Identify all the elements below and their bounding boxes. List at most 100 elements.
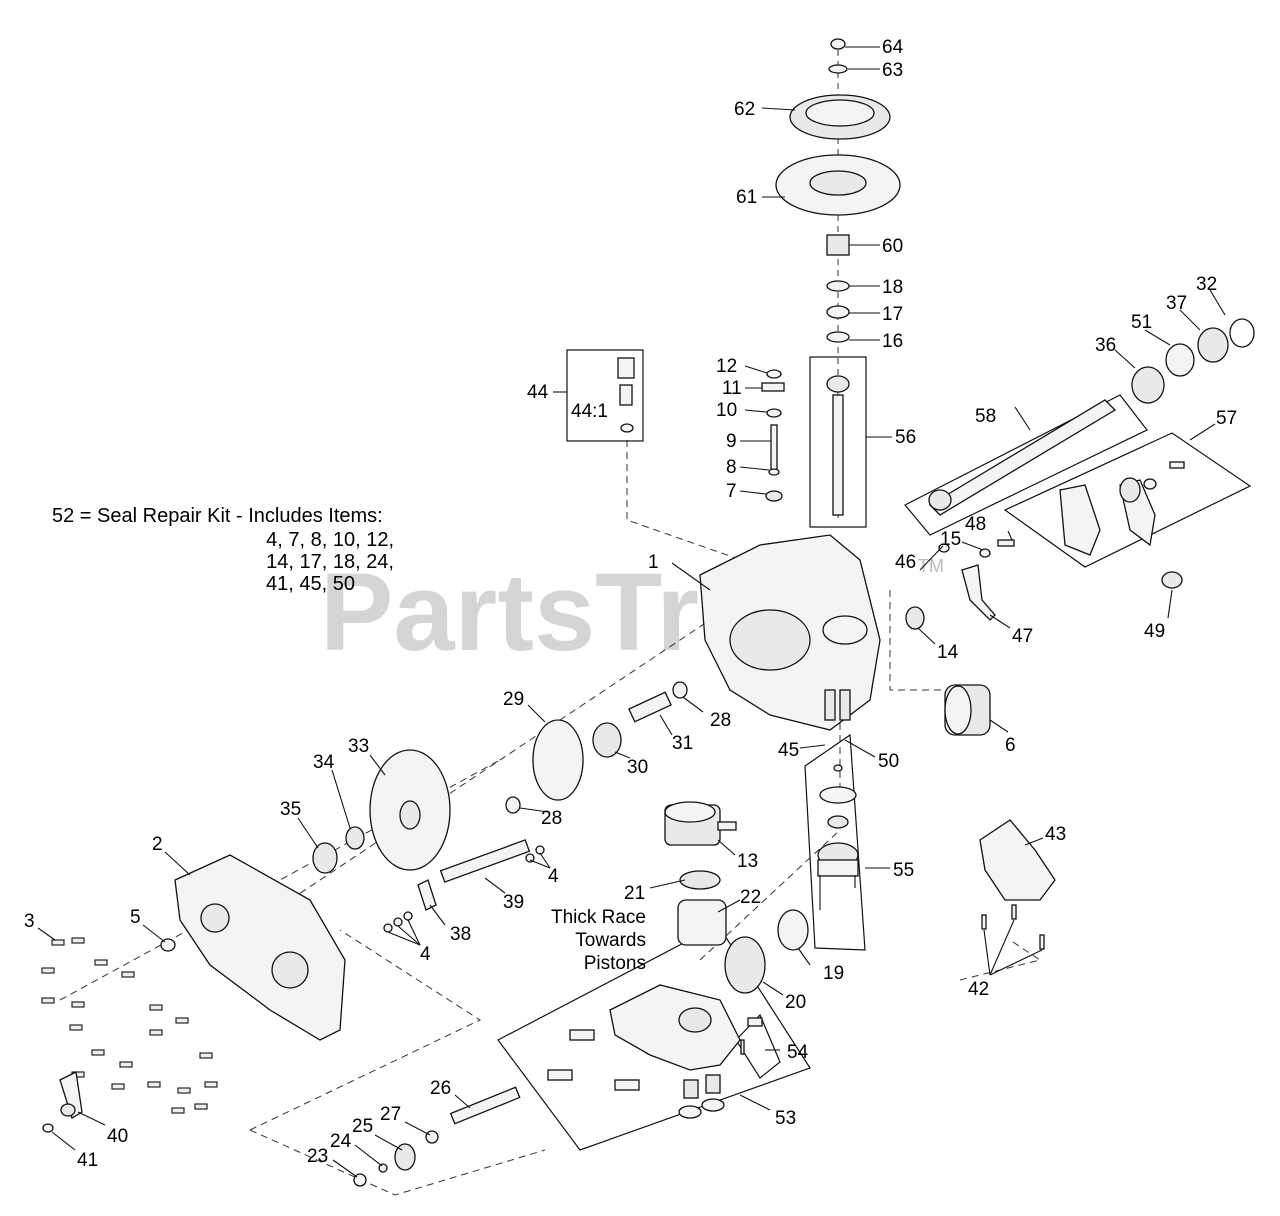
callout-1: 1 bbox=[648, 552, 659, 573]
cover-2 bbox=[160, 854, 346, 1041]
callout-41: 41 bbox=[77, 1150, 98, 1171]
callout-62: 62 bbox=[734, 99, 755, 120]
seal-kit-note-title: 52 = Seal Repair Kit - Includes Items: bbox=[52, 505, 383, 527]
seal-14 bbox=[905, 606, 925, 630]
bearing-35 bbox=[312, 842, 338, 874]
block-22 bbox=[677, 899, 727, 946]
callout-28a: 28 bbox=[710, 710, 731, 731]
bearing-36 bbox=[1131, 366, 1165, 404]
callout-4a: 4 bbox=[548, 866, 559, 887]
thick-race-line-2: Towards bbox=[575, 930, 646, 951]
callout-16: 16 bbox=[882, 331, 903, 352]
callout-24: 24 bbox=[330, 1131, 352, 1152]
callout-30: 30 bbox=[627, 757, 648, 778]
callout-46: 46 bbox=[895, 552, 916, 573]
seal-kit-note-line-1: 4, 7, 8, 10, 12, bbox=[266, 529, 394, 551]
callout-10: 10 bbox=[716, 400, 737, 421]
box-55 bbox=[804, 733, 866, 951]
group-boxes bbox=[497, 349, 1252, 1151]
callout-49: 49 bbox=[1144, 621, 1165, 642]
gear-29 bbox=[532, 719, 584, 801]
callout-63: 63 bbox=[882, 60, 903, 81]
washer-27 bbox=[425, 1130, 439, 1144]
callout-26: 26 bbox=[430, 1078, 451, 1099]
block-20 bbox=[724, 936, 766, 994]
shaft-26 bbox=[449, 1086, 521, 1125]
callout-54: 54 bbox=[787, 1042, 809, 1063]
washer-63 bbox=[828, 64, 848, 74]
callout-58: 58 bbox=[975, 406, 996, 427]
box-57 bbox=[1003, 432, 1252, 568]
callout-55: 55 bbox=[893, 860, 914, 881]
box-53 bbox=[497, 924, 811, 1151]
callout-47: 47 bbox=[1012, 626, 1033, 647]
callout-60: 60 bbox=[882, 236, 903, 257]
callout-48: 48 bbox=[965, 514, 986, 535]
callout-2: 2 bbox=[152, 834, 163, 855]
callout-5: 5 bbox=[130, 907, 141, 928]
callout-36: 36 bbox=[1095, 335, 1116, 356]
callout-61: 61 bbox=[736, 187, 757, 208]
clip-32 bbox=[1229, 318, 1255, 348]
input-shaft bbox=[832, 394, 844, 516]
washer-28a bbox=[672, 681, 688, 699]
pulley-stack bbox=[775, 38, 901, 520]
callout-14: 14 bbox=[937, 642, 959, 663]
thick-race-line-3: Pistons bbox=[583, 953, 646, 974]
gear-train bbox=[312, 681, 688, 933]
race-21 bbox=[679, 870, 721, 890]
ring-16 bbox=[826, 331, 850, 343]
callout-39: 39 bbox=[503, 892, 524, 913]
callout-25: 25 bbox=[352, 1116, 373, 1137]
callout-33: 33 bbox=[348, 736, 369, 757]
callout-18: 18 bbox=[882, 277, 903, 298]
main-housing bbox=[699, 534, 881, 731]
callout-44-1: 44:1 bbox=[571, 401, 608, 422]
ring-18 bbox=[826, 280, 850, 292]
ring-24 bbox=[378, 1163, 388, 1173]
callout-29: 29 bbox=[503, 689, 524, 710]
washer-51 bbox=[1165, 343, 1195, 377]
bracket-group bbox=[905, 461, 1185, 630]
callout-7: 7 bbox=[726, 481, 737, 502]
center-section bbox=[547, 984, 763, 1119]
seal-17 bbox=[826, 305, 850, 319]
callout-labels: 64 63 62 61 60 18 17 16 56 12 11 10 9 8 … bbox=[24, 37, 1237, 1171]
callout-56: 56 bbox=[895, 427, 916, 448]
box-56 bbox=[809, 356, 867, 528]
callout-64: 64 bbox=[882, 37, 904, 58]
thick-race-line-1: Thick Race bbox=[550, 907, 646, 928]
race-19 bbox=[777, 909, 809, 951]
pump-group bbox=[664, 801, 809, 994]
callout-34: 34 bbox=[313, 752, 335, 773]
callout-15: 15 bbox=[940, 529, 961, 550]
callout-23: 23 bbox=[307, 1146, 328, 1167]
callout-6: 6 bbox=[1005, 735, 1016, 756]
callout-21: 21 bbox=[624, 883, 645, 904]
gear-30 bbox=[592, 722, 622, 758]
callout-51: 51 bbox=[1131, 312, 1152, 333]
leader-lines bbox=[37, 46, 1226, 1178]
filter-6 bbox=[944, 684, 991, 736]
callout-22: 22 bbox=[740, 887, 761, 908]
washer-28b bbox=[505, 796, 521, 814]
group-55 bbox=[817, 764, 859, 910]
callout-32: 32 bbox=[1196, 274, 1217, 295]
watermark-tm: TM bbox=[918, 556, 944, 576]
seal-kit-note-line-3: 41, 45, 50 bbox=[266, 573, 355, 595]
box-58 bbox=[904, 394, 1148, 536]
callout-31: 31 bbox=[672, 733, 693, 754]
callout-13: 13 bbox=[737, 851, 758, 872]
washer-34 bbox=[345, 826, 365, 850]
gear-25 bbox=[394, 1143, 416, 1171]
callout-42: 42 bbox=[968, 979, 989, 1000]
callout-44: 44 bbox=[527, 382, 549, 403]
seal-kit-note-line-2: 14, 17, 18, 24, bbox=[266, 551, 394, 573]
callout-12: 12 bbox=[716, 356, 737, 377]
callout-4b: 4 bbox=[420, 944, 431, 965]
box-44 bbox=[566, 349, 644, 442]
callout-17: 17 bbox=[882, 304, 903, 325]
callout-57: 57 bbox=[1216, 408, 1237, 429]
washer-41 bbox=[42, 1123, 54, 1133]
